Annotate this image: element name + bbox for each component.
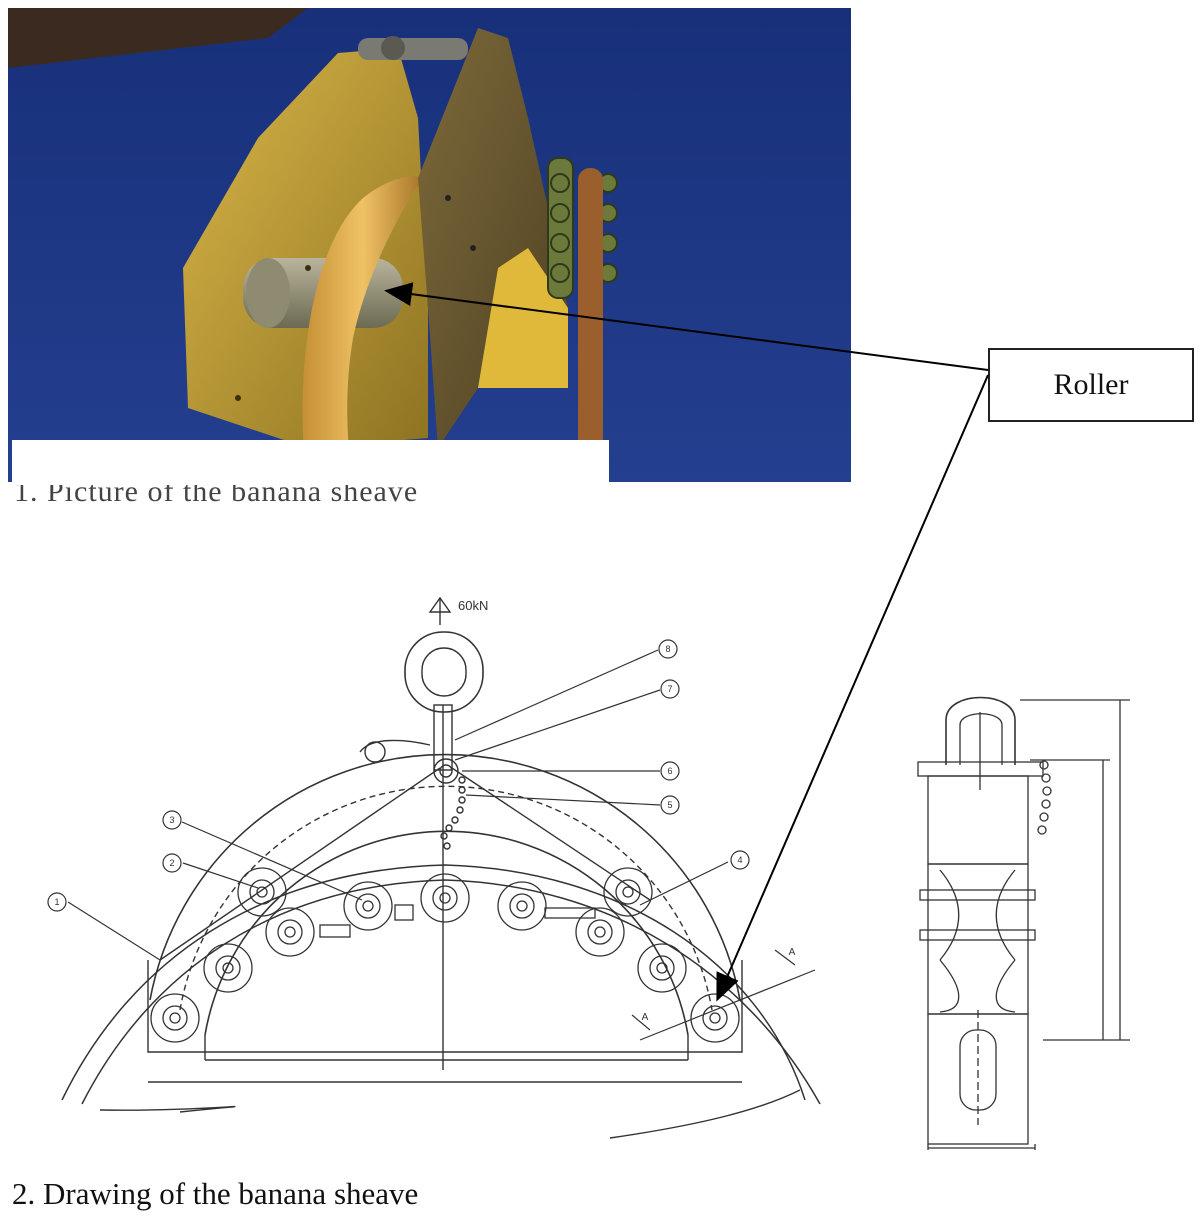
balloon-8 <box>658 639 678 659</box>
balloon-2-label: 2 <box>169 858 174 868</box>
safety-chain <box>440 776 466 850</box>
roller-callout-label: Roller <box>1053 368 1129 401</box>
banana-sheave-drawing: 60kN <box>47 596 1130 1150</box>
banana-sheave-photo <box>8 8 851 482</box>
balloon-7-label: 7 <box>667 684 672 694</box>
balloon-3-label: 3 <box>169 815 174 825</box>
balloon-8-label: 8 <box>665 644 670 654</box>
balloon-5 <box>660 795 680 815</box>
balloon-3 <box>162 810 182 830</box>
dim-arc-left <box>99 1105 236 1113</box>
pin-head-inner <box>439 764 453 778</box>
master-link <box>404 631 484 713</box>
handle-ring <box>364 741 386 763</box>
balloon-1-label: 1 <box>54 897 59 907</box>
balloon-4-label: 4 <box>737 855 742 865</box>
sling-right <box>451 767 651 901</box>
section-marker-bottom: A <box>642 1012 649 1023</box>
photo-caption-partial: 1. Picture of the banana sheave <box>14 485 614 513</box>
balloon-6-label: 6 <box>667 766 672 776</box>
side-view <box>917 696 1130 1150</box>
balloon-2 <box>162 853 182 873</box>
drawing-caption: 2. Drawing of the banana sheave <box>12 1176 419 1211</box>
dim-arc-right <box>609 1089 801 1139</box>
balloon-1 <box>47 892 67 912</box>
section-marker-top: A <box>789 947 796 958</box>
handle <box>359 739 431 753</box>
load-label: 60kN <box>458 598 488 613</box>
balloon-5-label: 5 <box>667 800 672 810</box>
master-link-inner <box>421 647 467 697</box>
balloon-7 <box>660 679 680 699</box>
balloon-6 <box>660 761 680 781</box>
outer-arc <box>149 753 741 1001</box>
sling-left <box>159 767 441 961</box>
photo-illustration <box>8 8 851 482</box>
part-balloons <box>67 649 816 1041</box>
pin-head <box>433 758 459 784</box>
rollers <box>150 867 740 1043</box>
frame-base <box>147 960 743 1053</box>
caption-mask <box>12 440 609 485</box>
photo-caption-text: 1. Picture of the banana sheave <box>14 485 419 508</box>
inner-arc <box>204 830 689 1036</box>
roller-callout: Roller <box>988 348 1194 422</box>
